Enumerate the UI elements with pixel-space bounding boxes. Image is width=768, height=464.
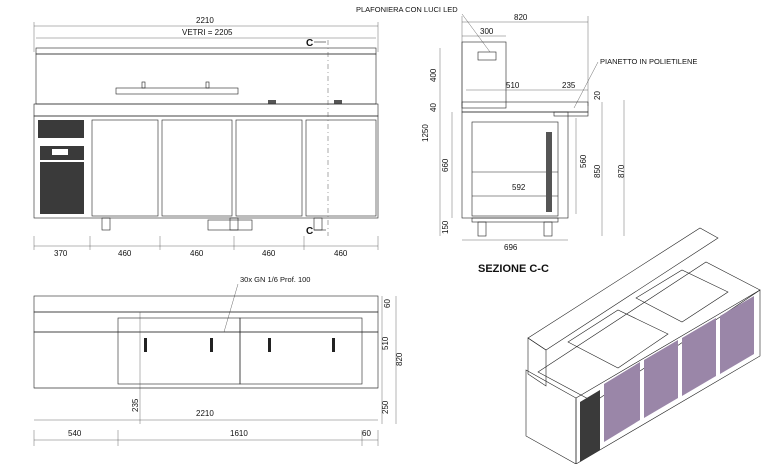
- shelf-width-235: 235: [562, 81, 576, 90]
- front-view: 2210 VETRI = 2205 C C: [33, 16, 379, 258]
- poly-label: PIANETTO IN POLIETILENE: [600, 57, 697, 66]
- section-marker-top: C: [306, 38, 313, 49]
- front-dim-3: 460: [190, 249, 204, 258]
- top-view: 30x GN 1/6 Prof. 100 235 60 510 250 820 …: [33, 275, 404, 446]
- section-marker-bottom: C: [306, 226, 313, 237]
- isometric-view: [525, 227, 761, 464]
- top-dim-60: 60: [383, 299, 392, 308]
- top-dim-235: 235: [131, 398, 140, 412]
- front-dim-5: 460: [334, 249, 348, 258]
- section-view: PLAFONIERA CON LUCI LED 820 300 PIANETTO…: [356, 5, 697, 275]
- section-title: SEZIONE C-C: [478, 263, 549, 275]
- height-560: 560: [579, 154, 588, 168]
- top-dim-820: 820: [395, 352, 404, 366]
- shelf-inner-592: 592: [512, 183, 526, 192]
- front-dim-2: 460: [118, 249, 132, 258]
- height-150: 150: [441, 220, 450, 234]
- front-dim-4: 460: [262, 249, 276, 258]
- top-width-2210: 2210: [196, 409, 214, 418]
- front-width-dim: 2210: [196, 16, 214, 25]
- depth-696: 696: [504, 243, 518, 252]
- top-span-1610: 1610: [230, 429, 248, 438]
- height-40: 40: [429, 103, 438, 112]
- height-400: 400: [429, 68, 438, 82]
- led-label: PLAFONIERA CON LUCI LED: [356, 5, 458, 14]
- top-dim-250: 250: [381, 400, 390, 414]
- height-870: 870: [617, 164, 626, 178]
- inner-width-510: 510: [506, 81, 520, 90]
- height-1250: 1250: [421, 124, 430, 142]
- top-right-60: 60: [362, 429, 371, 438]
- top-width-820: 820: [514, 13, 528, 22]
- lamp-width-300: 300: [480, 27, 494, 36]
- dim-20: 20: [593, 91, 602, 100]
- height-850: 850: [593, 164, 602, 178]
- glass-width-dim: VETRI = 2205: [182, 28, 233, 37]
- top-dim-510: 510: [381, 336, 390, 350]
- top-left-540: 540: [68, 429, 82, 438]
- front-dim-1: 370: [54, 249, 68, 258]
- height-660: 660: [441, 158, 450, 172]
- pans-label: 30x GN 1/6 Prof. 100: [240, 275, 310, 284]
